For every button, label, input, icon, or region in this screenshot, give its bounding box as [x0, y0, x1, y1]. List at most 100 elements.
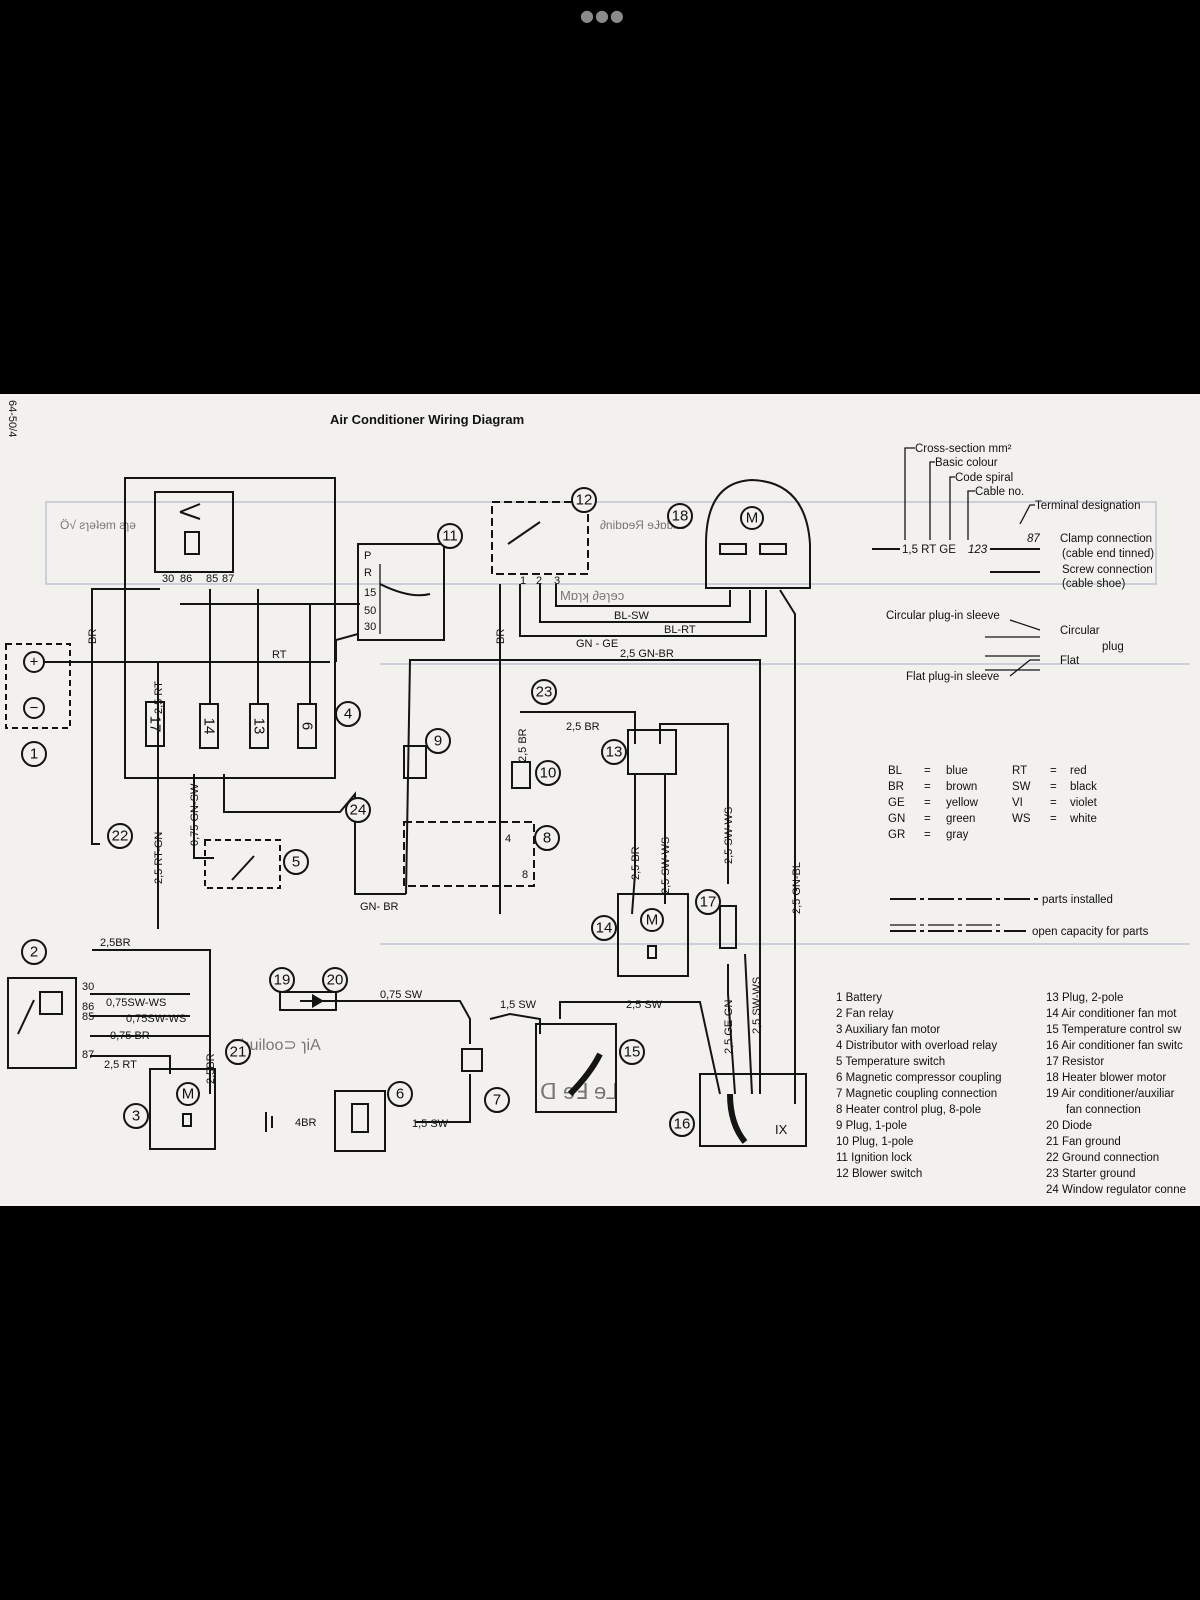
blower-switch: 1 2 3 — [491, 501, 589, 587]
svg-text:3 Auxiliary fan motor: 3 Auxiliary fan motor — [836, 1024, 940, 1036]
svg-text:1: 1 — [30, 746, 38, 763]
svg-text:2,5 BR: 2,5 BR — [517, 728, 529, 762]
svg-text:2,5 GN-BL: 2,5 GN-BL — [791, 862, 803, 914]
svg-text:87: 87 — [82, 1049, 94, 1061]
coupling-connection — [461, 1048, 483, 1072]
svg-text:2,5 SW-WS: 2,5 SW-WS — [751, 977, 763, 1034]
svg-text:2: 2 — [30, 944, 38, 961]
svg-text:Clamp connection: Clamp connection — [1060, 533, 1152, 545]
plug-10 — [511, 761, 531, 789]
svg-text:12 Blower switch: 12 Blower switch — [836, 1168, 922, 1180]
svg-text:plug: plug — [1102, 641, 1124, 653]
callout-9: 9 — [425, 728, 451, 754]
svg-text:Flat plug-in sleeve: Flat plug-in sleeve — [906, 671, 999, 683]
parts-list-left: 1 Battery 2 Fan relay 3 Auxiliary fan mo… — [836, 992, 1002, 1180]
svg-text:SW: SW — [1012, 781, 1031, 793]
callout-24: 24 — [345, 797, 371, 823]
svg-text:gray: gray — [946, 829, 969, 841]
svg-text:4 Distributor with overload re: 4 Distributor with overload relay — [836, 1040, 997, 1052]
svg-text:Flat: Flat — [1060, 655, 1080, 667]
svg-text:13: 13 — [251, 718, 268, 735]
svg-text:7: 7 — [493, 1092, 501, 1109]
svg-text:−: − — [30, 700, 39, 717]
wiring-diagram-page: Ö√ ƨɿǝʇɘm ƨɿǝ ∂nibɒɘЯ ɘɈɒbnƨ Mɒɿʞ ∂ǝɿɘɔ … — [0, 394, 1200, 1206]
svg-text:123: 123 — [968, 544, 988, 556]
svg-text:0,75SW-WS: 0,75SW-WS — [126, 1013, 186, 1025]
callout-15: 15 — [619, 1039, 645, 1065]
battery: + − — [5, 643, 71, 729]
svg-text:4: 4 — [505, 833, 511, 845]
svg-text:3: 3 — [554, 575, 560, 587]
viewer-top-bar: ●●● — [0, 0, 1200, 30]
svg-text:Code spiral: Code spiral — [955, 472, 1013, 484]
callout-13: 13 — [601, 739, 627, 765]
svg-text:14 Air conditioner fan mot: 14 Air conditioner fan mot — [1046, 1008, 1177, 1020]
svg-text:BL-RT: BL-RT — [664, 624, 696, 636]
page-ref: 64-50/4 — [6, 400, 18, 437]
svg-text:8: 8 — [543, 830, 551, 847]
svg-text:yellow: yellow — [946, 797, 979, 809]
svg-text:(cable shoe): (cable shoe) — [1062, 578, 1125, 590]
callout-18: 18 — [667, 503, 693, 529]
svg-text:=: = — [924, 813, 931, 825]
callout-19: 19 — [269, 967, 295, 993]
svg-text:2,5 SW-WS: 2,5 SW-WS — [723, 807, 735, 864]
ignition-lock: P R 15 50 30 — [357, 543, 445, 641]
svg-text:Ö√ ƨɿǝʇɘm ƨɿǝ: Ö√ ƨɿǝʇɘm ƨɿǝ — [60, 518, 136, 532]
svg-text:8: 8 — [522, 869, 528, 881]
svg-text:6: 6 — [396, 1086, 404, 1103]
callout-5: 5 — [283, 849, 309, 875]
wiring-diagram: Ö√ ƨɿǝʇɘm ƨɿǝ ∂nibɒɘЯ ɘɈɒbnƨ Mɒɿʞ ∂ǝɿɘɔ … — [5, 400, 1190, 1196]
svg-text:15 Temperature control sw: 15 Temperature control sw — [1046, 1024, 1182, 1036]
parts-list-right: 13 Plug, 2-pole 14 Air conditioner fan m… — [1046, 992, 1186, 1196]
svg-text:21 Fan ground: 21 Fan ground — [1046, 1136, 1121, 1148]
svg-text:20 Diode: 20 Diode — [1046, 1120, 1092, 1132]
heater-blower-motor: M — [705, 478, 811, 589]
ac-fan-switch: IX — [699, 1073, 807, 1147]
svg-text:18 Heater blower motor: 18 Heater blower motor — [1046, 1072, 1166, 1084]
svg-text:85: 85 — [82, 1011, 94, 1023]
svg-text:=: = — [1050, 765, 1057, 777]
bleed-through: Ö√ ƨɿǝʇɘm ƨɿǝ ∂nibɒɘЯ ɘɈɒbnƨ Mɒɿʞ ∂ǝɿɘɔ … — [45, 501, 1190, 1104]
callout-22: 22 — [107, 823, 133, 849]
heater-control-plug: 4 8 — [403, 821, 535, 887]
svg-text:87: 87 — [1027, 533, 1040, 545]
svg-text:11 Ignition lock: 11 Ignition lock — [836, 1152, 912, 1164]
callout-8: 8 — [534, 825, 560, 851]
svg-text:0,75SW-WS: 0,75SW-WS — [106, 997, 166, 1009]
svg-text:parts installed: parts installed — [1042, 894, 1113, 906]
svg-text:M: M — [646, 912, 659, 929]
svg-text:86: 86 — [82, 1001, 94, 1013]
callout-14: 14 — [591, 915, 617, 941]
callout-4: 4 — [335, 701, 361, 727]
svg-text:19 Air conditioner/auxiliar: 19 Air conditioner/auxiliar — [1046, 1088, 1175, 1100]
svg-text:18: 18 — [672, 508, 689, 525]
fan-connection-diode — [279, 991, 337, 1011]
svg-text:2,5 RT-GN: 2,5 RT-GN — [153, 832, 165, 884]
position-ix: IX — [775, 1122, 788, 1137]
svg-text:GN- BR: GN- BR — [360, 901, 399, 913]
svg-text:2: 2 — [536, 575, 542, 587]
svg-text:M: M — [746, 510, 759, 527]
svg-text:8 Heater control plug, 8-pole: 8 Heater control plug, 8-pole — [836, 1104, 981, 1116]
svg-text:4BR: 4BR — [295, 1117, 316, 1129]
svg-text:1,5 RT GE: 1,5 RT GE — [902, 544, 956, 556]
svg-text:20: 20 — [327, 972, 344, 989]
callout-2: 2 — [21, 939, 47, 965]
diagram-title: Air Conditioner Wiring Diagram — [330, 412, 524, 427]
svg-text:=: = — [1050, 813, 1057, 825]
more-options-icon[interactable]: ●●● — [580, 6, 625, 25]
svg-text:13 Plug, 2-pole: 13 Plug, 2-pole — [1046, 992, 1123, 1004]
magnetic-compressor-coupling — [265, 1090, 386, 1152]
svg-text:12: 12 — [576, 492, 593, 509]
svg-text:9: 9 — [434, 733, 442, 750]
svg-text:BR: BR — [888, 781, 904, 793]
svg-text:0,75 GN-SW: 0,75 GN-SW — [189, 783, 201, 846]
svg-text:BL: BL — [888, 765, 903, 777]
svg-text:10: 10 — [540, 765, 557, 782]
svg-text:17 Resistor: 17 Resistor — [1046, 1056, 1104, 1068]
svg-text:2,5 RT: 2,5 RT — [104, 1059, 137, 1071]
svg-text:BR: BR — [87, 629, 99, 644]
svg-text:1 Battery: 1 Battery — [836, 992, 882, 1004]
terminal-87: 87 — [222, 573, 234, 585]
